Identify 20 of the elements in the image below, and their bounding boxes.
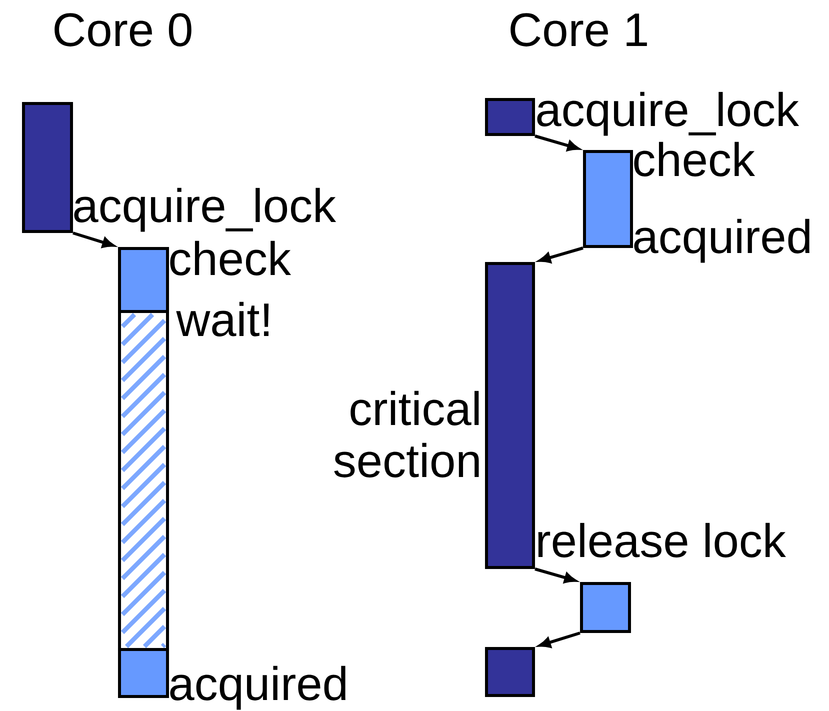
step-label: critical section	[334, 390, 479, 478]
lock-bar	[118, 247, 169, 313]
step-label: release lock	[538, 522, 786, 558]
core-heading: Core 0	[54, 13, 192, 46]
step-label: acquire_lock	[537, 92, 800, 136]
step-label: acquired	[170, 666, 346, 710]
step-label: wait!	[176, 302, 269, 336]
step-label: check	[170, 240, 292, 276]
step-label: acquired	[634, 218, 810, 263]
step-label: check	[634, 142, 756, 176]
lock-bar	[118, 648, 169, 698]
run-bar	[485, 262, 535, 569]
lock-bar	[580, 582, 631, 633]
core-heading: Core 1	[510, 13, 647, 46]
lock-bar	[583, 150, 633, 248]
run-bar	[22, 102, 73, 233]
run-bar	[485, 647, 535, 697]
step-label: acquire_lock	[74, 188, 336, 232]
run-bar	[485, 98, 535, 136]
waiting-bar	[118, 310, 169, 651]
